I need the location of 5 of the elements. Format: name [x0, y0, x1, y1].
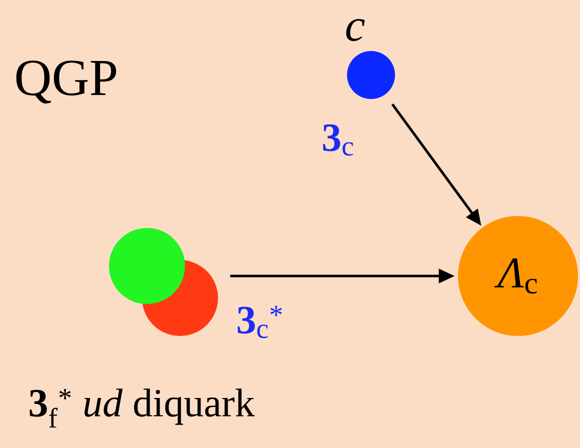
- region-label: QGP: [16, 60, 116, 104]
- quark-label: c: [346, 18, 365, 42]
- color-label: 3$_{c}$$^{*}$: [238, 306, 282, 338]
- color-label: 3$_{c}$: [323, 124, 354, 156]
- diquark-label: 3$_{f}$$^{*}$ ud diquark: [30, 388, 255, 428]
